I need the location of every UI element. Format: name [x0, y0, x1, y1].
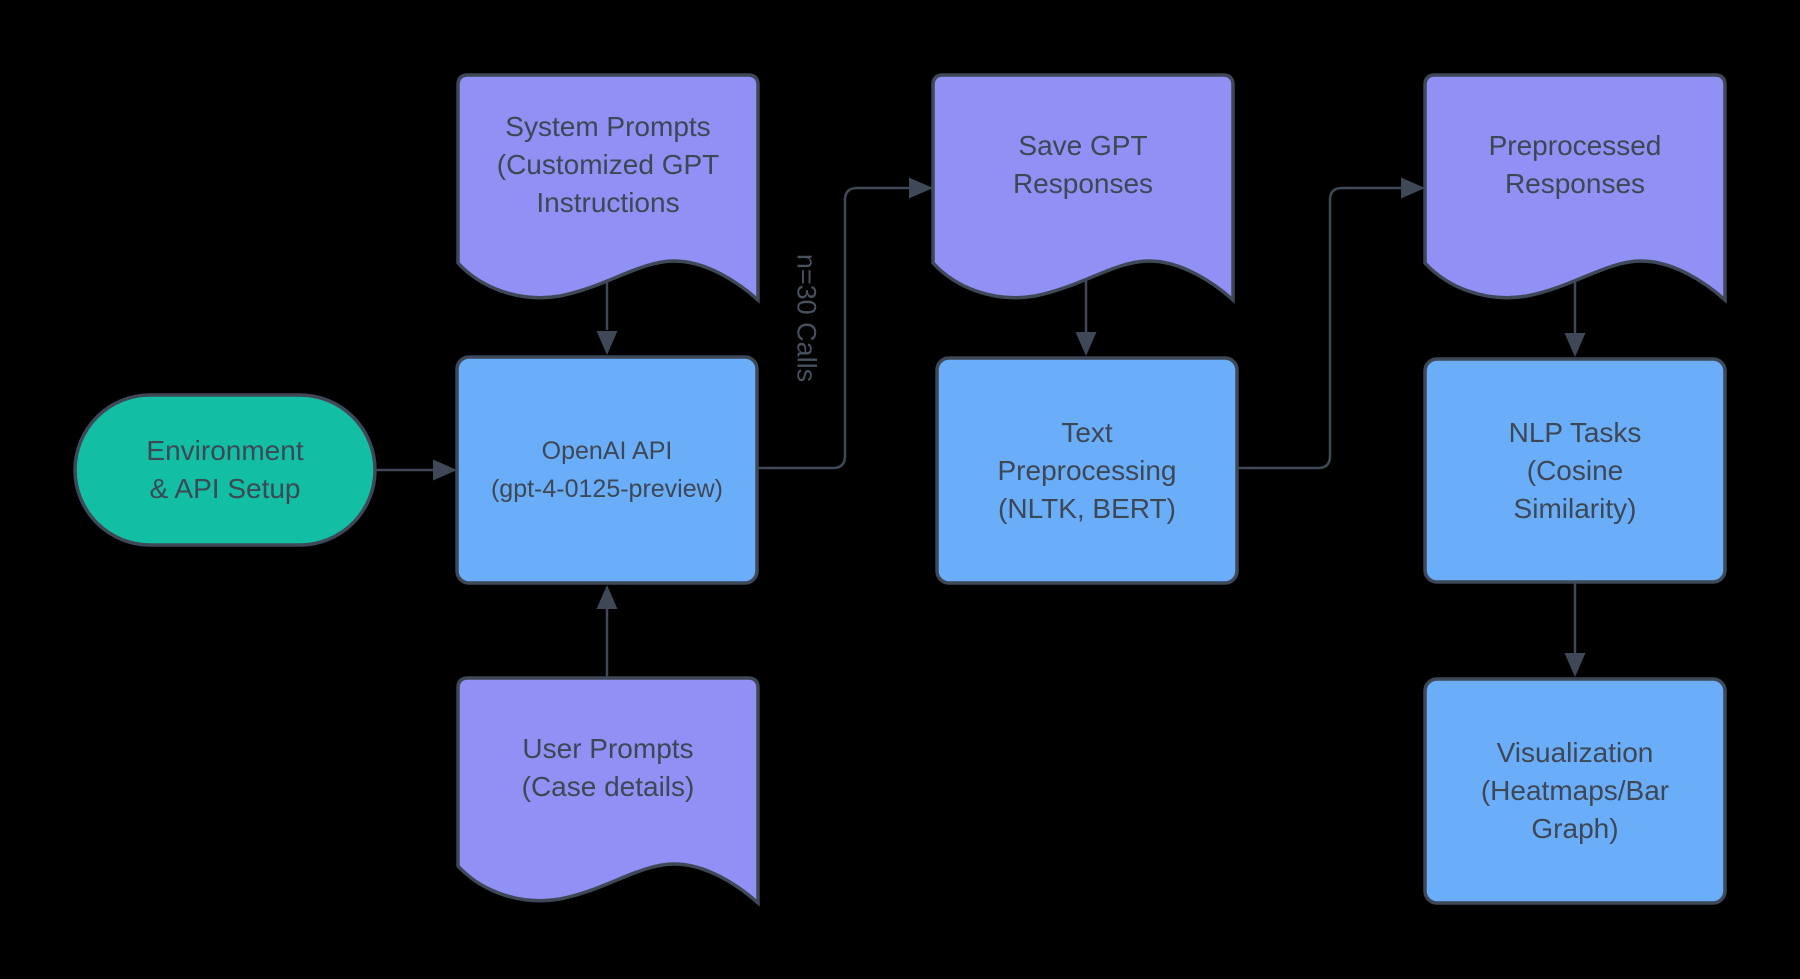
node-shape-openai-api [455, 355, 759, 585]
arrowhead-openai-to-saveresponses [909, 177, 933, 199]
arrowhead-env-to-openai [433, 459, 457, 481]
edge-openai-to-saveresponses [757, 186, 910, 470]
node-shape-system-prompts [456, 73, 760, 304]
arrowhead-saveresponses-to-preprocessing [1075, 332, 1097, 356]
arrowhead-userprompts-to-openai [596, 585, 618, 609]
arrowhead-nlp-to-visualization [1564, 653, 1586, 677]
arrowhead-systemprompts-to-openai [596, 331, 618, 355]
node-shape-save-gpt-responses [931, 73, 1235, 304]
arrowhead-preprocessing-to-preprocessed [1401, 177, 1425, 199]
node-shape-text-preprocessing [935, 356, 1239, 585]
edge-preprocessing-to-preprocessed [1237, 186, 1402, 470]
node-shape-user-prompts [456, 676, 760, 907]
arrowhead-preprocessed-to-nlp [1564, 333, 1586, 357]
node-shape-preprocessed-responses [1423, 73, 1727, 304]
node-shape-nlp-tasks [1423, 357, 1727, 584]
node-shape-env-setup [73, 393, 377, 547]
node-shape-visualization [1423, 677, 1727, 905]
